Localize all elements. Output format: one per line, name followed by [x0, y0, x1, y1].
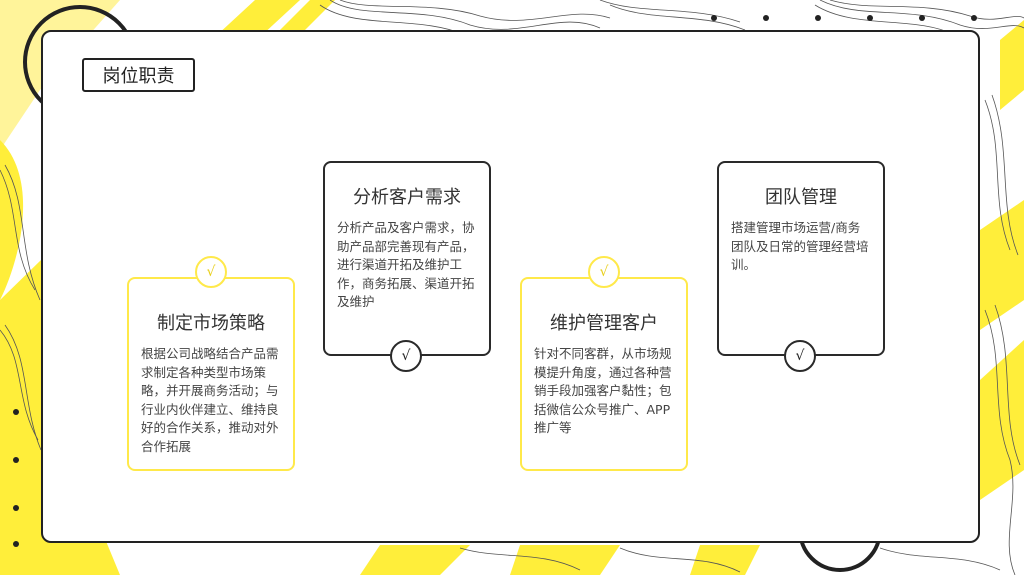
- check-icon: √: [784, 340, 816, 372]
- check-icon: √: [195, 256, 227, 288]
- card-body: 搭建管理市场运营/商务团队及日常的管理经营培训。: [731, 220, 869, 272]
- card-body: 针对不同客群，从市场规模提升角度，通过各种营销手段加强客户黏性；包括微信公众号推…: [534, 346, 672, 435]
- card-body: 分析产品及客户需求，协助产品部完善现有产品，进行渠道开拓及维护工作，商务拓展、渠…: [337, 220, 475, 309]
- card-title: 维护管理客户: [550, 313, 658, 334]
- card-title: 团队管理: [765, 187, 837, 208]
- page-title: 岗位职责: [82, 58, 195, 92]
- check-icon: √: [588, 256, 620, 288]
- card-customer-needs: 分析客户需求 分析产品及客户需求，协助产品部完善现有产品，进行渠道开拓及维护工作…: [323, 161, 491, 356]
- card-market-strategy: 制定市场策略 根据公司战略结合产品需求制定各种类型市场策略，并开展商务活动；与行…: [127, 277, 295, 471]
- card-client-maintenance: 维护管理客户 针对不同客群，从市场规模提升角度，通过各种营销手段加强客户黏性；包…: [520, 277, 688, 471]
- card-title: 分析客户需求: [353, 187, 461, 208]
- card-title: 制定市场策略: [157, 313, 265, 334]
- check-icon: √: [390, 340, 422, 372]
- card-body: 根据公司战略结合产品需求制定各种类型市场策略，并开展商务活动；与行业内伙伴建立、…: [141, 346, 279, 454]
- card-team-management: 团队管理 搭建管理市场运营/商务团队及日常的管理经营培训。: [717, 161, 885, 356]
